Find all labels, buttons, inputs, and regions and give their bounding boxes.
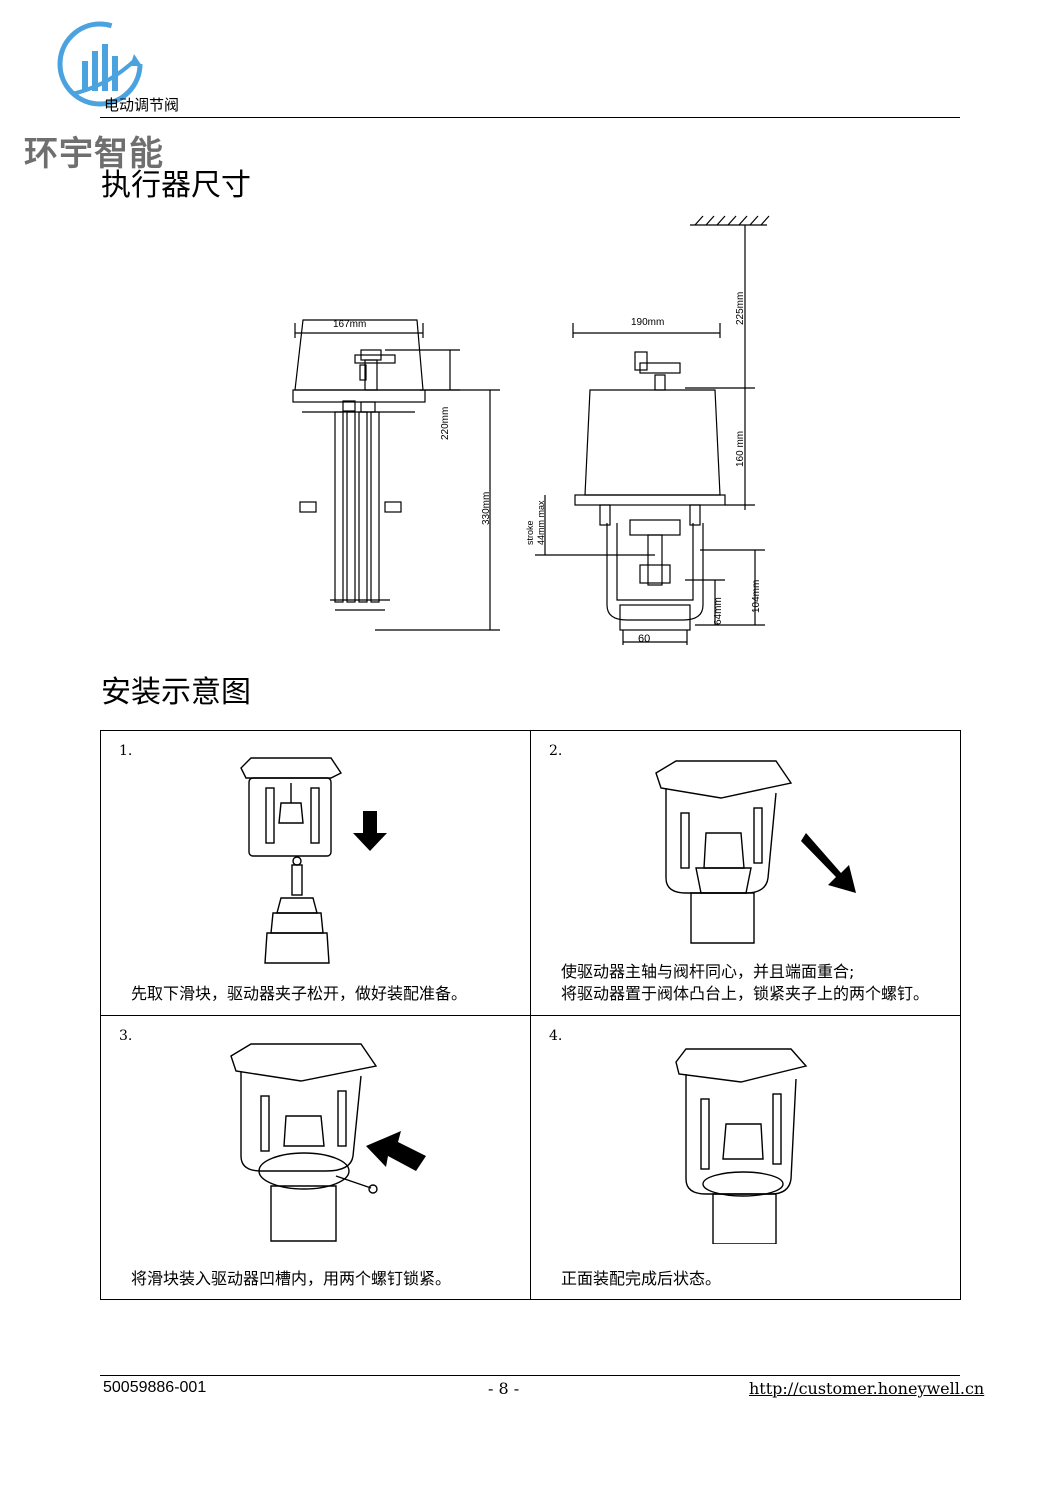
dim-width-right: 190mm (631, 317, 664, 328)
step-cell-2: 2. 使驱动器主轴与阀杆同心，并且端面重合; 将驱动器置于阀体凸台上，锁紧夹子上… (531, 731, 960, 1016)
install-section-title: 安装示意图 (101, 675, 251, 710)
dim-height-64: 64mm (713, 597, 724, 625)
step-3-illustration (230, 1043, 426, 1242)
header-divider (100, 117, 960, 118)
dimensions-section-title: 执行器尺寸 (101, 168, 251, 203)
dim-height-160: 160 mm (735, 431, 746, 467)
step-4-illustration (675, 1048, 808, 1244)
step-2-illustration (655, 760, 856, 944)
step-caption-line-1: 将滑块装入驱动器凹槽内，用两个螺钉锁紧。 (131, 1269, 452, 1288)
step-1-illustration (240, 757, 387, 964)
step-cell-3: 3. 将滑块装入驱动器凹槽内，用两个螺钉锁紧。 (101, 1016, 531, 1299)
step-number: 1. (119, 743, 133, 759)
company-name: 环宇智能 (24, 134, 164, 174)
step-number: 3. (119, 1028, 133, 1044)
dim-height-220: 220mm (440, 407, 451, 440)
dim-width-60: 60 (638, 633, 650, 645)
header-product-name: 电动调节阀 (104, 96, 180, 114)
company-logo: 环宇智能 (22, 14, 192, 174)
installation-steps-table: 1. 先取下滑块，驱动器夹子松开，做好装配准备。 2. (100, 730, 961, 1300)
dim-height-104: 104mm (751, 580, 762, 613)
dim-height-330: 330mm (481, 492, 492, 525)
step-caption-line-1: 先取下滑块，驱动器夹子松开，做好装配准备。 (131, 984, 468, 1003)
bar-chart-arrow-logo-icon (57, 21, 143, 107)
footer-url-link[interactable]: http://customer.honeywell.cn (749, 1379, 985, 1398)
step-caption-line-1: 使驱动器主轴与阀杆同心，并且端面重合; (561, 962, 855, 981)
dim-clearance-225: 225mm (735, 292, 746, 325)
step-caption-line-2: 将驱动器置于阀体凸台上，锁紧夹子上的两个螺钉。 (561, 984, 930, 1003)
dim-width-left: 167mm (333, 319, 366, 330)
step-cell-1: 1. 先取下滑块，驱动器夹子松开，做好装配准备。 (101, 731, 531, 1016)
actuator-dimension-drawing: 167mm 220mm 330mm 190mm 225mm 160 mm str… (292, 215, 770, 645)
dim-stroke-label: stroke (525, 520, 535, 545)
footer-divider (100, 1375, 960, 1376)
footer-page-number: - 8 - (488, 1379, 520, 1398)
step-caption-line-1: 正面装配完成后状态。 (561, 1269, 722, 1288)
step-cell-4: 4. 正面装配完成后状态。 (531, 1016, 960, 1299)
step-number: 4. (549, 1028, 563, 1044)
step-number: 2. (549, 743, 563, 759)
footer-doc-number: 50059886-001 (103, 1379, 207, 1396)
dim-stroke-max: 44mm max (536, 500, 546, 545)
